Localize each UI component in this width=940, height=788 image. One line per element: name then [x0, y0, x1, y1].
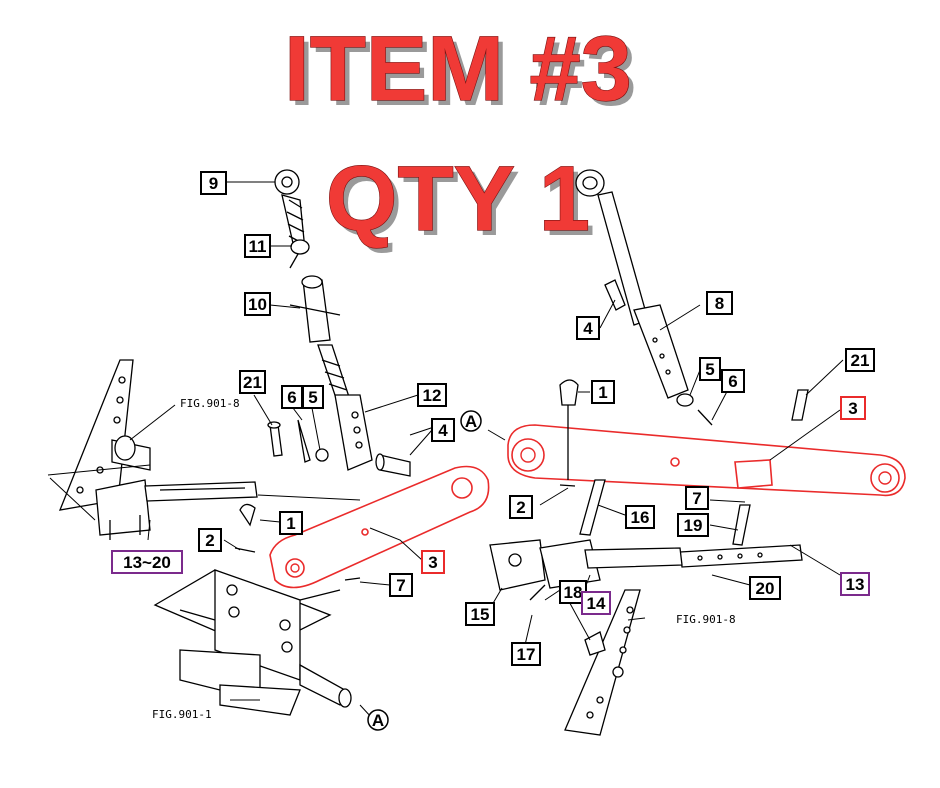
callout-21-left: 21 — [239, 370, 266, 394]
callout-18: 18 — [559, 580, 587, 604]
left-lower-link-mount — [95, 479, 258, 540]
svg-text:21: 21 — [851, 351, 870, 370]
right-lower-link-item3 — [507, 424, 906, 497]
svg-text:13: 13 — [846, 575, 865, 594]
svg-text:9: 9 — [209, 174, 218, 193]
callout-6-right: 6 — [721, 369, 745, 393]
callout-7-left: 7 — [389, 573, 413, 597]
callout-21-right: 21 — [845, 348, 875, 372]
callout-16: 16 — [625, 505, 655, 529]
callout-9: 9 — [200, 171, 227, 195]
svg-text:15: 15 — [471, 605, 490, 624]
svg-text:A: A — [372, 711, 384, 730]
right-stabilizer — [489, 539, 803, 601]
svg-text:20: 20 — [756, 579, 775, 598]
callout-15: 15 — [465, 602, 495, 626]
left-top-link — [274, 169, 411, 477]
callout-8: 8 — [706, 291, 733, 315]
fig-ref-lower-right: FIG.901-8 — [676, 613, 736, 626]
left-hitch-frame — [153, 569, 373, 719]
callout-10: 10 — [244, 292, 271, 316]
callout-1-left: 1 — [279, 511, 303, 535]
section-marker-a-top: A — [460, 410, 482, 432]
svg-text:2: 2 — [516, 498, 525, 517]
callout-13: 13 — [840, 572, 870, 596]
callout-2-left: 2 — [198, 528, 222, 552]
callout-11: 11 — [244, 234, 271, 258]
section-marker-a-bottom: A — [367, 709, 389, 731]
svg-text:3: 3 — [428, 553, 437, 572]
callout-6-left: 6 — [281, 385, 303, 409]
svg-text:A: A — [465, 412, 477, 431]
svg-text:18: 18 — [564, 583, 583, 602]
callout-20: 20 — [749, 576, 781, 600]
svg-text:1: 1 — [286, 514, 295, 533]
callout-1-right: 1 — [591, 380, 615, 404]
svg-text:17: 17 — [517, 645, 536, 664]
svg-text:4: 4 — [583, 319, 593, 338]
callout-19: 19 — [677, 513, 709, 537]
right-mast-bracket — [564, 589, 641, 736]
svg-text:1: 1 — [598, 383, 607, 402]
right-pins — [559, 379, 809, 546]
svg-text:10: 10 — [248, 295, 267, 314]
svg-text:13~20: 13~20 — [123, 553, 171, 572]
svg-text:7: 7 — [396, 576, 405, 595]
svg-text:8: 8 — [715, 294, 724, 313]
callout-3-right: 3 — [840, 396, 866, 420]
callout-4-left: 4 — [431, 418, 455, 442]
left-pins — [267, 419, 329, 463]
title-line2: QTY 1 — [326, 148, 590, 250]
svg-text:11: 11 — [249, 237, 267, 256]
svg-text:6: 6 — [728, 372, 737, 391]
left-clips — [234, 503, 361, 581]
svg-text:6: 6 — [287, 388, 296, 407]
callout-7-right: 7 — [685, 486, 709, 510]
callout-14: 14 — [581, 591, 611, 615]
callout-5-right: 5 — [699, 357, 721, 381]
left-lower-link-item3 — [269, 465, 490, 601]
callout-5-left: 5 — [302, 385, 324, 409]
left-mast-bracket — [47, 359, 151, 521]
svg-text:3: 3 — [848, 399, 857, 418]
right-top-link — [575, 169, 713, 426]
title-line1: ITEM #3 — [284, 18, 632, 120]
svg-text:14: 14 — [587, 594, 606, 613]
svg-text:21: 21 — [243, 373, 262, 392]
callout-13-20: 13~20 — [111, 550, 183, 574]
svg-text:19: 19 — [684, 516, 703, 535]
svg-text:4: 4 — [438, 421, 448, 440]
svg-text:2: 2 — [205, 531, 214, 550]
svg-text:16: 16 — [631, 508, 650, 527]
svg-text:7: 7 — [692, 489, 701, 508]
callout-12: 12 — [417, 383, 447, 407]
callout-4-right: 4 — [576, 316, 600, 340]
callout-2-right: 2 — [509, 495, 533, 519]
title-line2-shadow: QTY 1 — [331, 153, 595, 255]
callout-17: 17 — [511, 642, 541, 666]
fig-ref-bottom-left: FIG.901-1 — [152, 708, 212, 721]
svg-text:5: 5 — [308, 388, 317, 407]
fig-ref-upper-left: FIG.901-8 — [180, 397, 240, 410]
title-line1-shadow: ITEM #3 — [289, 23, 637, 125]
svg-text:5: 5 — [705, 360, 714, 379]
svg-text:12: 12 — [423, 386, 442, 405]
title-block: ITEM #3 ITEM #3 QTY 1 QTY 1 — [284, 17, 637, 255]
callout-3-left: 3 — [421, 550, 445, 574]
